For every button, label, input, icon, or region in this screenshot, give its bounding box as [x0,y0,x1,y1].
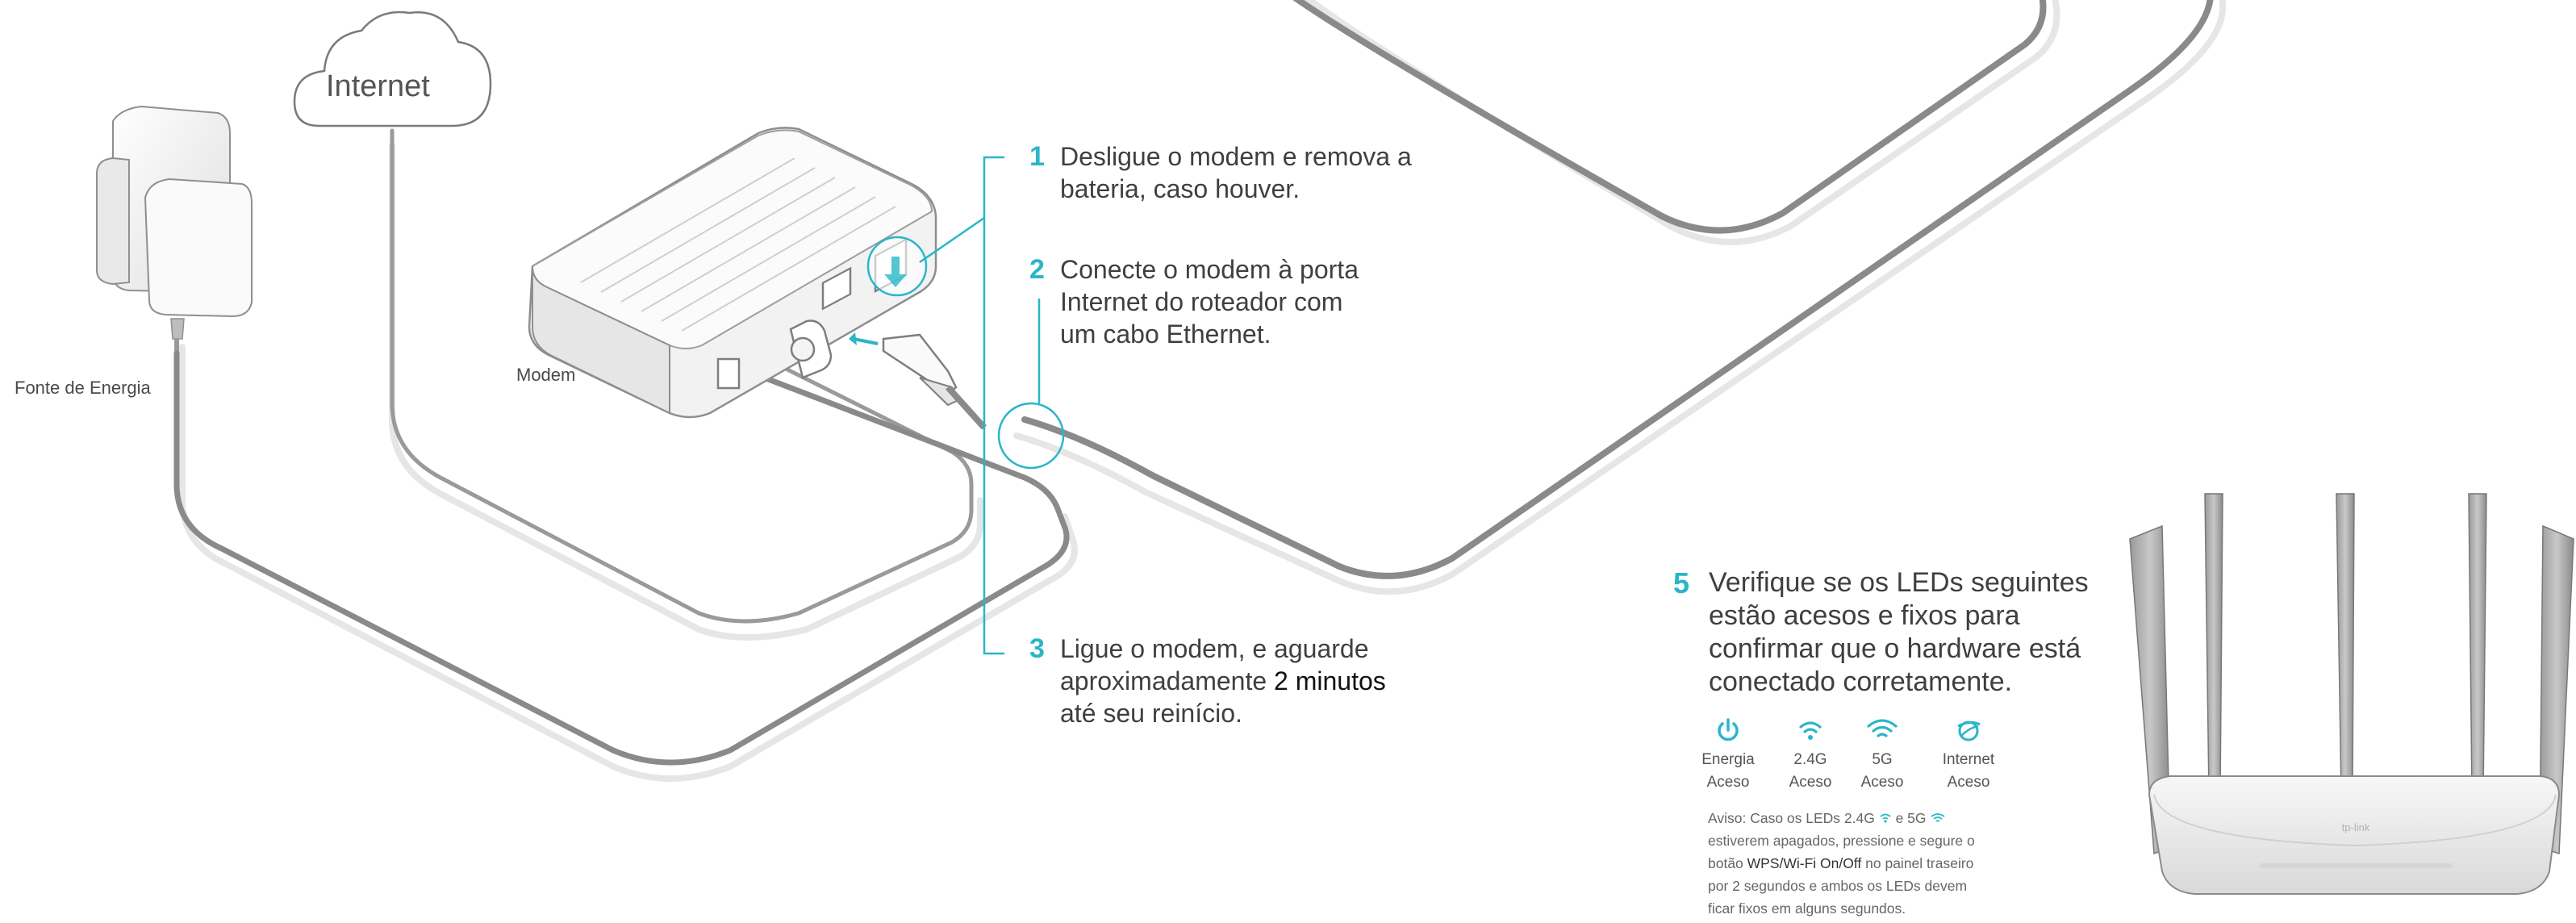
step-text: um cabo Ethernet. [1060,320,1271,349]
note-button-name: WPS/Wi-Fi On/Off [1747,855,1862,871]
ethernet-cable-loop [1021,0,2214,579]
battery-arrow-icon [884,257,907,287]
wifi-icon [1931,813,1945,822]
step-text: Desligue o modem e remova a [1060,142,1412,171]
step-number: 1 [1029,141,1045,172]
wifi-icon [1799,721,1822,740]
step-text: Conecte o modem à porta [1060,255,1359,284]
led-internet: Internet Aceso [1924,716,2013,794]
note-text: ficar fixos em alguns segundos. [1708,900,1906,917]
step-text: até seu reinício. [1060,699,1242,728]
note-text: por 2 segundos e ambos os LEDs devem [1708,878,1968,894]
step-text: confirmar que o hardware está [1709,633,2081,664]
modem-label: Modem [516,365,576,385]
led-name: Internet [1942,751,1995,768]
led-state: Aceso [1947,774,1990,791]
step-text: bateria, caso houver. [1060,174,1301,203]
led-2g: 2.4G Aceso [1766,716,1855,794]
internet-label: Internet [326,69,430,103]
ethernet-plug [849,332,987,430]
step-number: 2 [1029,254,1045,285]
led-power: Energia Aceso [1684,716,1772,794]
note-text: estiverem apagados, pressione e segure o [1708,833,1975,849]
internet-line [390,128,974,624]
note-text: no painel traseiro [1861,855,1974,871]
power-source-label: Fonte de Energia [15,378,151,398]
wifi-icon [1867,719,1898,737]
cloud-icon [293,10,492,127]
step-text: aproximadamente [1060,666,1275,695]
note-text: e 5G [1891,810,1931,826]
step-number: 5 [1673,566,1690,599]
led-5g: 5G Aceso [1838,716,1927,794]
led-state: Aceso [1706,774,1750,791]
step-text: Ligue o modem, e aguarde [1060,634,1369,663]
led-name: 5G [1872,751,1893,768]
step-text: conectado corretamente. [1709,666,2013,697]
cable-callout [997,402,1065,470]
led-state: Aceso [1789,774,1832,791]
step-bracket [919,156,1041,655]
globe-icon [1957,720,1981,741]
wifi-note: Aviso: Caso os LEDs 2.4G e 5G estiverem … [1708,807,2063,920]
step-number: 3 [1029,633,1045,664]
led-name: Energia [1701,751,1755,768]
step-highlight: 2 minutos [1274,666,1386,695]
led-state: Aceso [1860,774,1904,791]
wifi-icon [1880,813,1891,823]
note-text: Aviso: Caso os LEDs 2.4G [1708,810,1879,826]
router-device: tp-link [2129,493,2574,895]
step-text: Internet do roteador com [1060,287,1343,316]
router-logo: tp-link [2342,821,2370,833]
power-icon [1718,718,1739,741]
modem-device [528,127,937,419]
step-text: estão acesos e fixos para [1709,600,2020,631]
led-name: 2.4G [1793,751,1827,768]
power-cable [173,350,1070,766]
power-adapter [96,105,253,353]
cable-shadows [179,0,2226,782]
note-text: botão [1708,855,1747,871]
step-text: Verifique se os LEDs seguintes [1709,567,2089,598]
